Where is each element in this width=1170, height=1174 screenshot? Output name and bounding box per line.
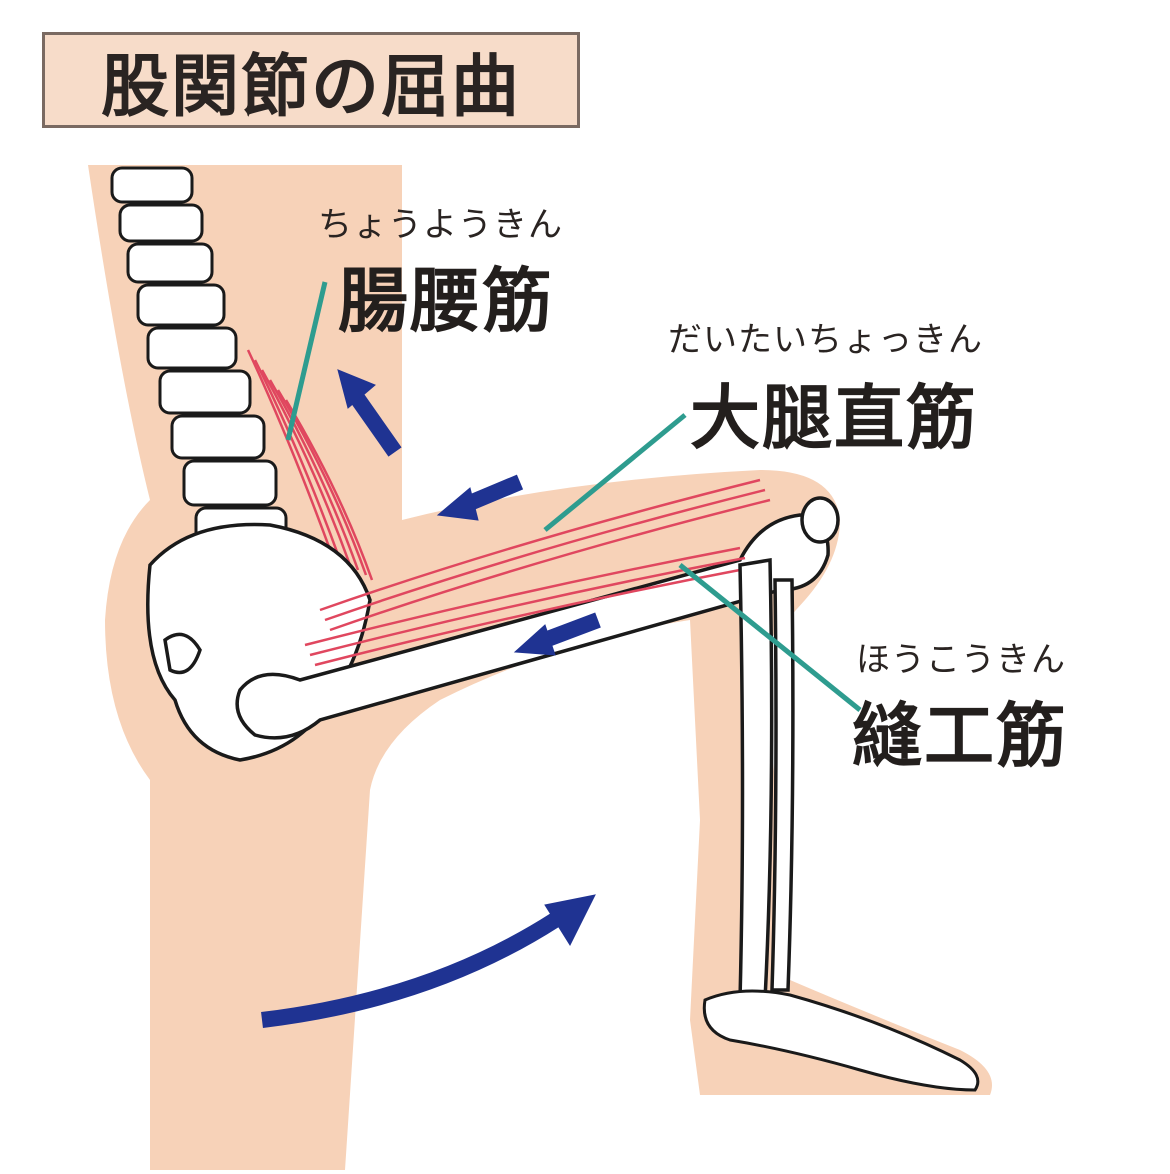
iliopsoas-label: 腸腰筋	[338, 260, 554, 342]
rectus-femoris-label: 大腿直筋	[690, 377, 978, 459]
femur	[235, 496, 840, 740]
thigh-muscles	[304, 478, 771, 667]
foot-bones	[702, 989, 980, 1092]
iliopsoas-muscle	[246, 349, 374, 581]
page-title: 股関節の屈曲	[100, 47, 521, 127]
title-box: 股関節の屈曲	[42, 32, 580, 128]
iliopsoas-reading: ちょうようきん	[318, 205, 563, 245]
lower-leg-bones	[738, 557, 795, 1002]
rectus-femoris-reading: だいたいちょっきん	[668, 320, 983, 360]
leader-lines	[285, 281, 862, 712]
direction-arrows	[261, 369, 601, 1028]
sartorius-reading: ほうこうきん	[856, 640, 1066, 680]
sartorius-label: 縫工筋	[852, 695, 1068, 777]
